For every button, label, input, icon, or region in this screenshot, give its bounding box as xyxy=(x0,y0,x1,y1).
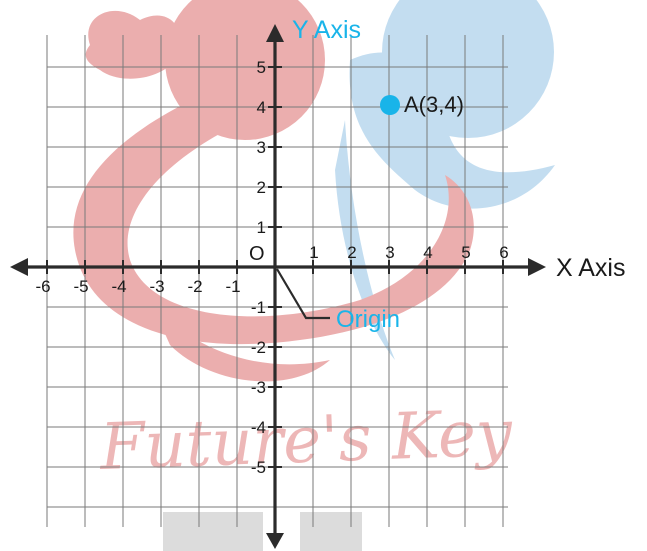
y-axis-title: Y Axis xyxy=(292,16,361,44)
y-tick-label: 3 xyxy=(257,138,266,157)
y-tick-label: 1 xyxy=(257,218,266,237)
x-tick-label: -4 xyxy=(111,277,126,296)
y-tick-label: -5 xyxy=(251,458,266,477)
x-tick-label: 4 xyxy=(423,243,432,262)
watermark-gray-bar-left xyxy=(163,512,263,551)
watermark-blue-swoosh xyxy=(349,52,555,209)
x-tick-label: 6 xyxy=(499,243,508,262)
point-a xyxy=(380,95,400,115)
y-tick-label: 2 xyxy=(257,178,266,197)
x-axis-arrow-right xyxy=(528,258,546,276)
watermark-gray-bar-right xyxy=(300,512,362,551)
x-tick-label: -1 xyxy=(225,277,240,296)
origin-callout-label: Origin xyxy=(336,306,400,333)
origin-label: O xyxy=(249,243,265,265)
watermark-text: Future's Key xyxy=(98,397,514,485)
x-tick-label: -5 xyxy=(73,277,88,296)
watermark-logo xyxy=(73,0,555,551)
y-axis-arrow-up xyxy=(266,24,284,42)
point-a-label: A(3,4) xyxy=(404,92,464,117)
x-axis-arrow-left xyxy=(10,258,28,276)
tick-labels: -6 -5 -4 -3 -2 -1 1 2 3 4 5 6 5 4 3 2 1 -1 -2 -3 -4 -5 xyxy=(35,58,508,477)
watermark-blue-tail xyxy=(335,120,395,360)
y-tick-label: 5 xyxy=(257,58,266,77)
x-axis-title: X Axis xyxy=(556,254,625,282)
x-tick-label: -3 xyxy=(149,277,164,296)
watermark-red-swoosh xyxy=(73,70,474,345)
y-axis-arrow-down xyxy=(266,533,284,549)
axis-ticks xyxy=(46,66,504,468)
y-tick-label: -2 xyxy=(251,338,266,357)
x-tick-label: -6 xyxy=(35,277,50,296)
x-tick-label: 5 xyxy=(461,243,470,262)
y-tick-label: -4 xyxy=(251,418,266,437)
watermark-red-head xyxy=(85,10,181,79)
x-tick-label: 3 xyxy=(385,243,394,262)
x-tick-label: 1 xyxy=(309,243,318,262)
y-tick-label: 4 xyxy=(257,98,266,117)
y-tick-label: -1 xyxy=(251,298,266,317)
x-tick-label: 2 xyxy=(347,243,356,262)
axes xyxy=(10,24,546,549)
y-tick-label: -3 xyxy=(251,378,266,397)
x-tick-label: -2 xyxy=(187,277,202,296)
watermark-red-tail xyxy=(150,300,330,382)
origin-callout-line xyxy=(276,268,330,320)
